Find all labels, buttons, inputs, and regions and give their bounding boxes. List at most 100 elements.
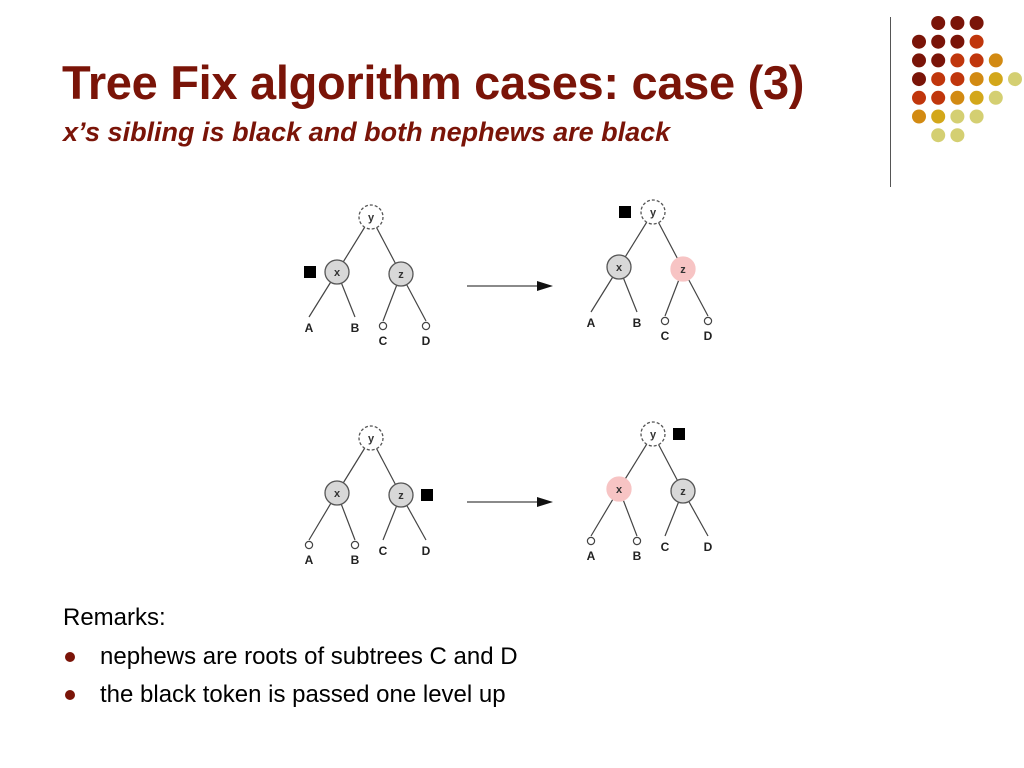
leaf-label: A — [305, 553, 314, 567]
leaf-label: C — [379, 544, 388, 558]
decorative-dot — [950, 109, 965, 124]
black-token-icon — [304, 266, 316, 278]
node-y — [358, 425, 384, 451]
node-label: z — [680, 264, 686, 276]
leaf-label: A — [587, 549, 596, 563]
decorative-dot — [969, 16, 984, 30]
decorative-dot — [912, 34, 926, 49]
decorative-dot — [969, 90, 984, 105]
black-token-icon — [421, 489, 433, 501]
decorative-dot — [969, 72, 984, 87]
remark-text: nephews are roots of subtrees C and D — [100, 643, 518, 670]
decorative-dot — [988, 72, 1003, 87]
node-label: x — [334, 488, 341, 500]
tree: y x zA B C D — [586, 421, 713, 563]
node-x — [606, 476, 632, 502]
tree: y x zA B C D — [304, 204, 431, 348]
leaf-label: B — [351, 321, 360, 335]
node-label: x — [616, 484, 623, 496]
slide-subtitle: x’s sibling is black and both nephews ar… — [63, 117, 671, 147]
remark-item: the black token is passed one level up — [63, 680, 518, 718]
decorative-dot — [912, 109, 926, 124]
node-x — [606, 254, 632, 280]
leaf-label: D — [704, 540, 713, 554]
nil-leaf-icon — [350, 540, 360, 550]
decorative-dot — [1008, 72, 1022, 87]
node-x — [324, 259, 350, 285]
remarks-heading: Remarks: — [63, 604, 166, 631]
black-token-icon — [619, 206, 631, 218]
decorative-dot — [950, 72, 965, 87]
decorative-dot — [931, 16, 946, 30]
tree: y x zA B C D — [587, 199, 713, 343]
leaf-label: B — [351, 553, 360, 567]
decorative-dot — [931, 72, 946, 87]
leaf-label: B — [633, 549, 642, 563]
leaf-label: D — [704, 329, 713, 343]
arrowhead-icon — [537, 281, 553, 291]
leaf-label: D — [422, 334, 431, 348]
remarks-list: nephews are roots of subtrees C and D th… — [63, 642, 518, 718]
nil-leaf-icon — [304, 540, 314, 550]
node-y — [358, 204, 384, 230]
nil-leaf-icon — [703, 316, 713, 326]
node-label: y — [368, 433, 375, 445]
node-label: y — [650, 429, 657, 441]
decorative-dot — [931, 90, 946, 105]
node-x — [324, 480, 350, 506]
leaf-label: C — [379, 334, 388, 348]
decorative-dot — [931, 109, 946, 124]
node-label: y — [650, 207, 657, 219]
decorative-dot — [912, 72, 926, 87]
leaf-label: C — [661, 540, 670, 554]
decorative-dot — [950, 90, 965, 105]
tree: y x zA B C D — [304, 425, 433, 567]
decorative-dot — [950, 16, 965, 30]
nil-leaf-icon — [586, 536, 596, 546]
node-label: y — [368, 212, 375, 224]
node-label: z — [398, 269, 404, 281]
node-z — [670, 256, 696, 282]
decorative-dot — [950, 53, 965, 68]
remark-item: nephews are roots of subtrees C and D — [63, 642, 518, 680]
black-token-icon — [673, 428, 685, 440]
node-label: x — [334, 267, 341, 279]
leaf-label: A — [587, 316, 596, 330]
decorative-dot — [912, 53, 926, 68]
decorative-dot — [950, 34, 965, 49]
nil-leaf-icon — [378, 321, 388, 331]
nil-leaf-icon — [421, 321, 431, 331]
decorative-dot — [931, 53, 946, 68]
node-y — [640, 421, 666, 447]
arrowhead-icon — [537, 497, 553, 507]
node-y — [640, 199, 666, 225]
node-z — [388, 261, 414, 287]
decorative-dot — [931, 128, 946, 143]
node-label: z — [398, 490, 404, 502]
remark-text: the black token is passed one level up — [100, 681, 506, 708]
leaf-label: D — [422, 544, 431, 558]
decorative-dot — [969, 34, 984, 49]
decorative-dot — [969, 109, 984, 124]
bullet-icon — [65, 690, 75, 700]
slide-title: Tree Fix algorithm cases: case (3) — [62, 56, 805, 109]
decorative-dot — [931, 34, 946, 49]
leaf-label: A — [305, 321, 314, 335]
node-z — [388, 482, 414, 508]
node-label: z — [680, 486, 686, 498]
decorative-dot — [969, 53, 984, 68]
decorative-dot-grid — [912, 16, 1022, 143]
nil-leaf-icon — [660, 316, 670, 326]
header-divider — [890, 17, 891, 187]
node-z — [670, 478, 696, 504]
decorative-dot — [950, 128, 965, 143]
decorative-dot — [912, 90, 926, 105]
leaf-label: B — [633, 316, 642, 330]
bullet-icon — [65, 652, 75, 662]
nil-leaf-icon — [632, 536, 642, 546]
leaf-label: C — [661, 329, 670, 343]
node-label: x — [616, 262, 623, 274]
decorative-dot — [988, 53, 1003, 68]
decorative-dot — [988, 90, 1003, 105]
